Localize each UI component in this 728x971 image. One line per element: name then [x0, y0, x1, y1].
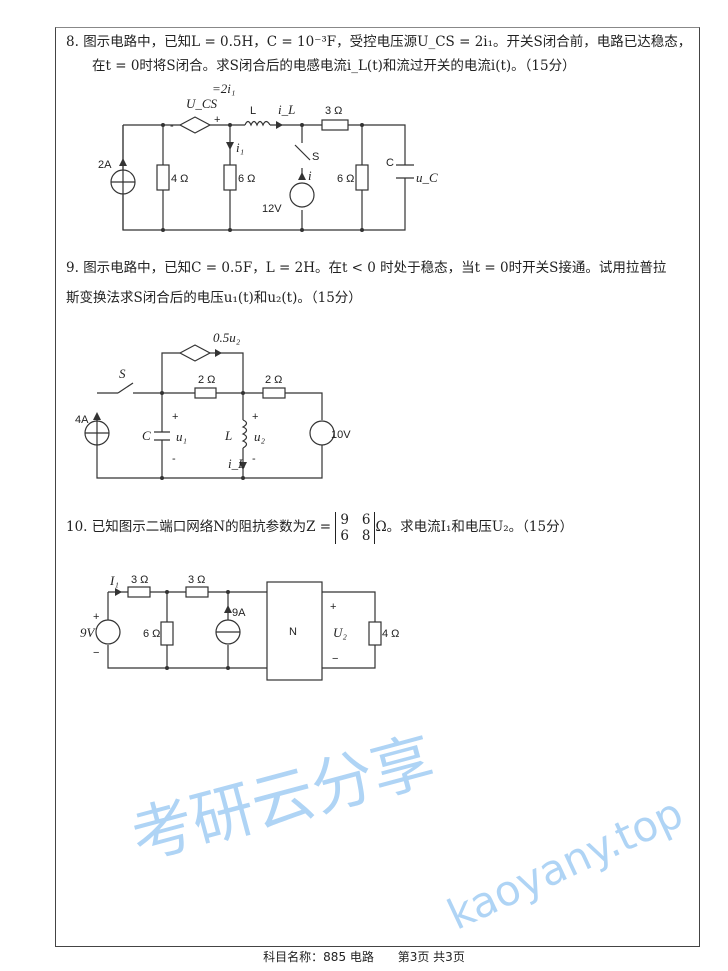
label-6ohm-b: 6 Ω [337, 173, 354, 185]
label-2A: 2A [98, 159, 112, 171]
switch-S[interactable] [117, 382, 134, 394]
label-6ohm-a: 6 Ω [238, 173, 255, 185]
label-9V: 9V [80, 625, 97, 640]
inductor [244, 120, 271, 127]
label-uC: u_C [416, 170, 438, 185]
label-minus: − [332, 653, 338, 665]
label-2ohm-a: 2 Ω [198, 374, 215, 386]
label-12V: 12V [262, 203, 282, 215]
page-border [55, 27, 700, 947]
label-3ohm: 3 Ω [325, 105, 342, 117]
dependent-voltage-source [178, 116, 212, 134]
label-plus: + [93, 611, 99, 623]
label-4ohm: 4 Ω [171, 173, 188, 185]
label-plus: + [252, 411, 258, 423]
label-S: S [119, 366, 126, 381]
label-u2: u₂ [254, 429, 266, 444]
inductor-L [241, 419, 248, 449]
resistor-4ohm [368, 621, 382, 646]
label-6ohm: 6 Ω [143, 628, 160, 640]
label-4ohm: 4 Ω [382, 628, 399, 640]
label-I1: I₁ [109, 573, 119, 588]
question-8-line1: 8. 图示电路中，已知L = 0.5H，C = 10⁻³F，受控电压源U_CS … [66, 34, 692, 50]
label-plus: + [214, 114, 220, 126]
label-i1: i₁ [236, 140, 244, 155]
label-ucs: U_CS [186, 96, 218, 111]
resistor-2ohm-a [194, 387, 217, 399]
label-3ohm-a: 3 Ω [131, 574, 148, 586]
label-10V: 10V [331, 429, 351, 441]
circuit-q9: 0.5u₂ S 2 Ω 2 Ω 4A C u₁ L u₂ i_L 10V + +… [75, 330, 351, 480]
label-u1: u₁ [176, 429, 187, 444]
label-iL: i_L [228, 456, 245, 471]
dependent-current-source [178, 344, 212, 362]
label-L: L [250, 105, 256, 117]
label-i: i [308, 168, 312, 183]
label-3ohm-b: 3 Ω [188, 574, 205, 586]
label-plus: + [172, 411, 178, 423]
resistor-2ohm-b [262, 387, 286, 399]
two-port-network-N [266, 581, 323, 681]
resistor-6ohm [160, 621, 174, 646]
handwritten-note: =2i₁ [212, 81, 235, 96]
label-S: S [312, 151, 319, 163]
label-L: L [224, 428, 232, 443]
label-minus: - [252, 453, 256, 465]
voltage-source-9V [95, 619, 121, 645]
question-10-text: 10. 已知图示二端口网络N的阻抗参数为Z = 9 6 6 8 Ω。求电流I₁和… [66, 511, 574, 544]
label-minus: - [172, 453, 176, 465]
label-C: C [142, 428, 151, 443]
label-minus: − [93, 647, 99, 659]
label-2ohm-b: 2 Ω [265, 374, 282, 386]
label-plus: + [330, 601, 336, 613]
label-9A: 9A [232, 607, 246, 619]
circuit-q8: =2i₁ U_CS - + L i_L 3 Ω 2A 4 Ω i₁ 6 Ω S … [98, 81, 438, 232]
footer-subject: 科目名称：885 电路 [263, 950, 374, 964]
label-C: C [386, 157, 394, 169]
resistor-3ohm [321, 119, 349, 131]
label-dep-source: 0.5u₂ [213, 330, 241, 345]
label-4A: 4A [75, 414, 89, 426]
label-iL: i_L [278, 102, 295, 117]
question-9-line2: 斯变换法求S闭合后的电压u₁(t)和u₂(t)。（15分） [66, 290, 362, 306]
voltage-source-12V [289, 182, 315, 208]
resistor-6ohm-a [223, 164, 237, 191]
label-N: N [289, 626, 297, 638]
resistor-3ohm-a [127, 586, 151, 598]
label-minus: - [170, 120, 174, 132]
voltage-source-10V [309, 420, 335, 446]
footer-page: 第3页 共3页 [397, 950, 465, 964]
switch-S[interactable] [294, 144, 311, 161]
impedance-matrix: 9 6 6 8 [335, 511, 376, 544]
circuit-q10: I₁ 3 Ω 3 Ω 9V 6 Ω 9A N U₂ 4 Ω + − + − [80, 573, 399, 681]
label-U2: U₂ [333, 625, 347, 640]
question-8-line2: 在t = 0时将S闭合。求S闭合后的电感电流i_L(t)和流过开关的电流i(t)… [92, 58, 576, 74]
resistor-4ohm [156, 164, 170, 191]
page-footer: 科目名称：885 电路 第3页 共3页 [0, 948, 728, 965]
capacitor [396, 164, 414, 179]
question-9-line1: 9. 图示电路中，已知C = 0.5F，L = 2H。在t < 0 时处于稳态，… [66, 260, 667, 276]
capacitor-C [154, 431, 170, 441]
resistor-6ohm-b [355, 164, 369, 191]
resistor-3ohm-b [185, 586, 209, 598]
